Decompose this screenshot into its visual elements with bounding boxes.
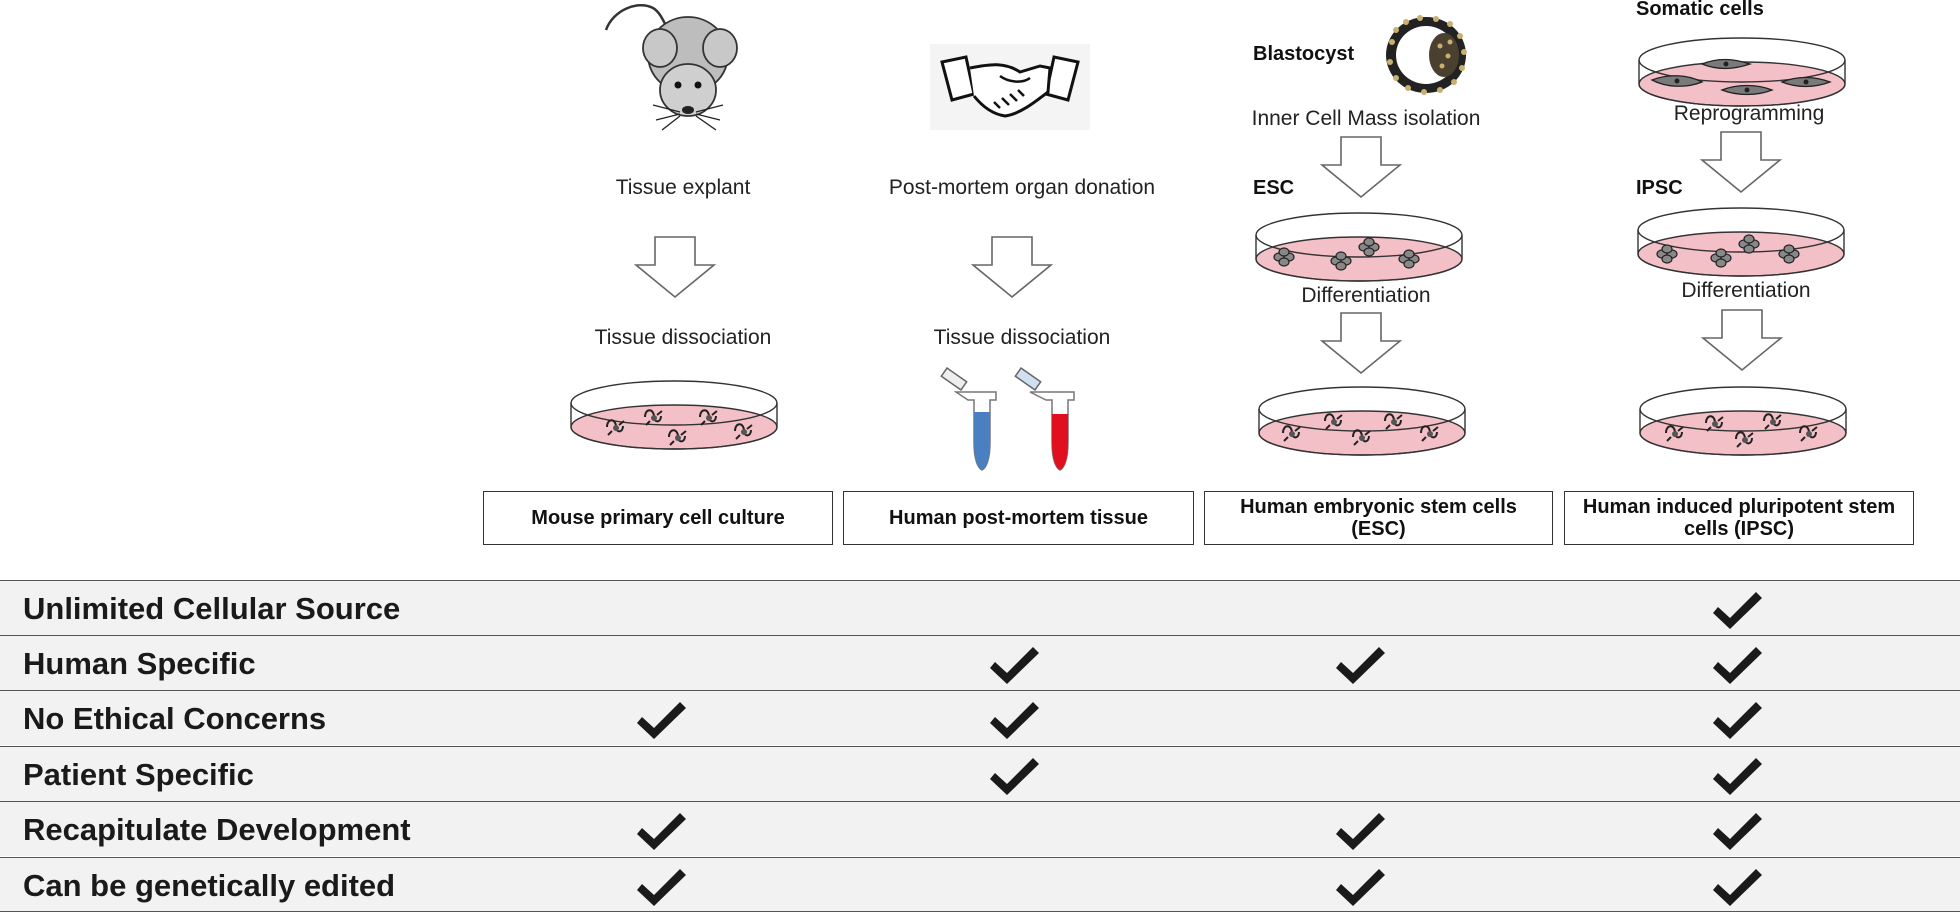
- step-post-mortem-donation: Post-mortem organ donation: [888, 176, 1156, 199]
- down-arrow-icon: [635, 236, 715, 298]
- checkmark-icon: [1336, 647, 1385, 684]
- down-arrow-icon: [1702, 309, 1782, 371]
- step-differentiation: Differentiation: [1681, 279, 1811, 302]
- down-arrow-icon: [1321, 136, 1401, 198]
- table-row: Patient Specific: [0, 746, 1960, 801]
- handshake-icon: [930, 44, 1090, 130]
- table-row: Recapitulate Development: [0, 801, 1960, 856]
- criterion-label: No Ethical Concerns: [23, 701, 327, 736]
- label-somatic-cells: Somatic cells: [1636, 0, 1764, 20]
- checkmark-icon: [637, 813, 686, 850]
- label-blastocyst: Blastocyst: [1253, 43, 1355, 65]
- down-arrow-icon: [1701, 131, 1781, 193]
- criterion-label: Can be genetically edited: [23, 868, 396, 903]
- source-title-postmortem: Human post-mortem tissue: [843, 491, 1194, 545]
- down-arrow-icon: [972, 236, 1052, 298]
- table-row: Can be genetically edited: [0, 857, 1960, 912]
- table-row: Unlimited Cellular Source: [0, 580, 1960, 635]
- checkmark-icon: [990, 758, 1039, 795]
- down-arrow-icon: [1321, 312, 1401, 374]
- checkmark-icon: [1336, 813, 1385, 850]
- petri-dish-icon: [1638, 37, 1846, 107]
- step-inner-cell-mass: Inner Cell Mass isolation: [1251, 107, 1481, 130]
- checkmark-icon: [1713, 647, 1762, 684]
- criterion-label: Patient Specific: [23, 757, 254, 792]
- criterion-label: Unlimited Cellular Source: [23, 591, 401, 626]
- checkmark-icon: [990, 702, 1039, 739]
- petri-dish-icon: [1255, 212, 1463, 282]
- table-row: Human Specific: [0, 635, 1960, 690]
- petri-dish-icon: [1637, 207, 1845, 277]
- source-title-esc: Human embryonic stem cells (ESC): [1204, 491, 1553, 545]
- step-tissue-dissociation: Tissue dissociation: [933, 326, 1111, 349]
- step-reprogramming: Reprogramming: [1673, 102, 1825, 125]
- step-differentiation: Differentiation: [1301, 284, 1431, 307]
- blastocyst-icon: [1386, 15, 1467, 95]
- checkmark-icon: [1713, 758, 1762, 795]
- criterion-label: Recapitulate Development: [23, 812, 411, 847]
- table-row: No Ethical Concerns: [0, 690, 1960, 745]
- criterion-label: Human Specific: [23, 646, 256, 681]
- label-esc: ESC: [1253, 177, 1295, 199]
- step-tissue-explant: Tissue explant: [615, 176, 751, 199]
- petri-dish-icon: [1258, 386, 1466, 456]
- checkmark-icon: [1713, 869, 1762, 906]
- step-tissue-dissociation: Tissue dissociation: [594, 326, 772, 349]
- petri-dish-icon: [570, 380, 778, 450]
- label-ipsc: IPSC: [1636, 177, 1683, 199]
- source-title-mouse: Mouse primary cell culture: [483, 491, 833, 545]
- checkmark-icon: [1713, 813, 1762, 850]
- checkmark-icon: [637, 702, 686, 739]
- checkmark-icon: [990, 647, 1039, 684]
- test-tube-icon: [1014, 366, 1075, 471]
- mouse-icon: [604, 3, 738, 131]
- source-title-ipsc: Human induced pluripotent stem cells (IP…: [1564, 491, 1914, 545]
- checkmark-icon: [637, 869, 686, 906]
- test-tube-icon: [940, 366, 997, 471]
- checkmark-icon: [1336, 869, 1385, 906]
- petri-dish-icon: [1639, 386, 1847, 456]
- checkmark-icon: [1713, 592, 1762, 629]
- checkmark-icon: [1713, 702, 1762, 739]
